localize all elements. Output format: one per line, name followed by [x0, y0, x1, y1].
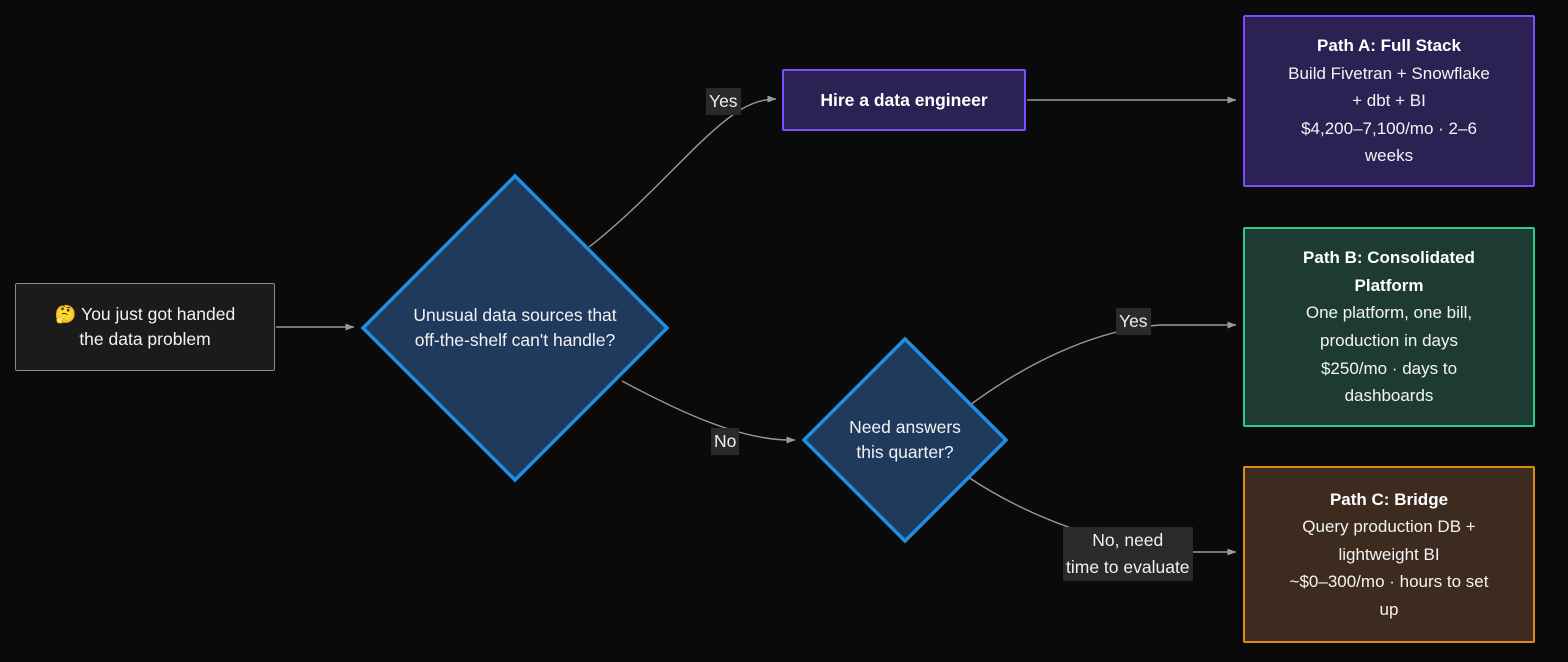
node-path-a[interactable]: Path A: Full Stack Build Fivetran + Snow…	[1243, 15, 1535, 187]
edge-decision2-yes-to-pathB	[969, 321, 1237, 406]
node-path-c-line4: up	[1379, 599, 1399, 619]
node-path-b[interactable]: Path B: Consolidated Platform One platfo…	[1243, 227, 1535, 427]
node-hire-label: Hire a data engineer	[820, 89, 988, 110]
node-path-a-line2: + dbt + BI	[1352, 91, 1426, 111]
node-path-c[interactable]: Path C: Bridge Query production DB + lig…	[1243, 466, 1535, 643]
node-decision1[interactable]: Unusual data sources that off-the-shelf …	[360, 173, 670, 483]
edge-label-decision1-yes: Yes	[706, 88, 741, 116]
thinking-face-icon: 🤔	[54, 303, 77, 324]
node-path-c-title: Path C: Bridge	[1329, 489, 1449, 509]
node-path-b-line3: $250/mo · days to	[1320, 358, 1458, 378]
node-path-b-line1: One platform, one bill,	[1305, 303, 1473, 323]
edge-label-decision1-no: No	[711, 428, 740, 456]
node-path-b-line2: production in days	[1320, 331, 1458, 350]
node-path-a-line1: Build Fivetran + Snowflake	[1288, 63, 1490, 83]
decision1-diamond-shape	[360, 173, 670, 483]
edge-label-decision2-yes: Yes	[1116, 308, 1151, 336]
node-start[interactable]: 🤔 You just got handed the data problem	[15, 283, 275, 371]
node-start-line2: the data problem	[79, 329, 211, 349]
node-path-c-line1: Query production DB +	[1302, 517, 1476, 537]
node-path-c-line2: lightweight BI	[1338, 544, 1440, 564]
node-path-a-title: Path A: Full Stack	[1317, 36, 1461, 56]
node-path-b-title-line2: Platform	[1354, 275, 1424, 295]
node-hire-data-engineer[interactable]: Hire a data engineer	[782, 69, 1026, 131]
node-start-line1: You just got handed	[81, 303, 236, 324]
node-path-c-line3: ~$0–300/mo · hours to set	[1289, 572, 1489, 592]
node-path-a-line3: $4,200–7,100/mo · 2–6	[1301, 118, 1477, 138]
node-path-a-line4: weeks	[1364, 146, 1414, 166]
node-decision2[interactable]: Need answers this quarter?	[801, 336, 1009, 544]
decision2-diamond-shape	[801, 336, 1009, 544]
node-path-b-line4: dashboards	[1344, 386, 1434, 406]
edge-label-decision2-no: No, need time to evaluate	[1063, 527, 1193, 582]
node-path-b-title-line1: Path B: Consolidated	[1303, 248, 1475, 268]
